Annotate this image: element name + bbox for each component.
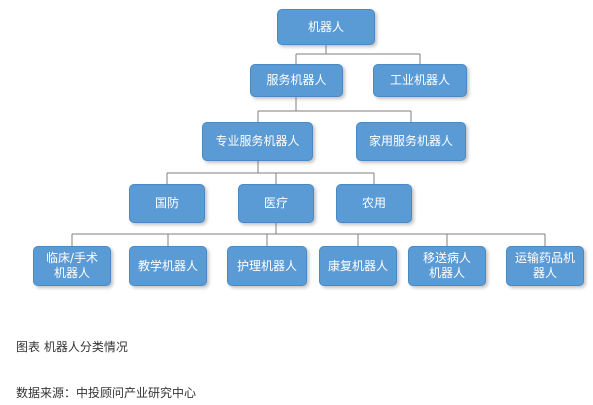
node-nursing-robot: 护理机器人 bbox=[227, 246, 307, 286]
node-professional-service-robot-label: 专业服务机器人 bbox=[215, 134, 300, 148]
node-industrial-robot: 工业机器人 bbox=[373, 64, 467, 97]
node-medical: 医疗 bbox=[238, 184, 314, 223]
node-robot-label: 机器人 bbox=[307, 19, 344, 34]
node-drug-transport-robot-label: 运输药品机 器人 bbox=[514, 251, 575, 280]
node-robot: 机器人 bbox=[277, 9, 375, 45]
node-household-service-robot-label: 家用服务机器人 bbox=[368, 134, 453, 148]
node-patient-transfer-robot-label: 移送病人 机器人 bbox=[422, 251, 471, 280]
node-patient-transfer-robot: 移送病人 机器人 bbox=[408, 246, 486, 286]
robot-classification-diagram: 机器人 服务机器人 工业机器人 专业服务机器人 家用服务机器人 国防 医疗 农用… bbox=[33, 9, 584, 286]
node-rehabilitation-robot-label: 康复机器人 bbox=[327, 258, 388, 273]
node-teaching-robot-label: 教学机器人 bbox=[137, 258, 198, 273]
figure-caption: 图表 机器人分类情况 bbox=[16, 340, 128, 354]
node-clinical-surgical-robot: 临床/手术 机器人 bbox=[33, 246, 111, 286]
node-industrial-robot-label: 工业机器人 bbox=[389, 73, 450, 87]
node-service-robot-label: 服务机器人 bbox=[266, 73, 327, 87]
node-drug-transport-robot: 运输药品机 器人 bbox=[506, 246, 584, 286]
node-rehabilitation-robot: 康复机器人 bbox=[319, 246, 397, 286]
node-professional-service-robot: 专业服务机器人 bbox=[202, 122, 313, 161]
node-service-robot: 服务机器人 bbox=[250, 64, 343, 97]
node-defense-label: 国防 bbox=[154, 196, 179, 210]
data-source-caption: 数据来源：中投顾问产业研究中心 bbox=[16, 386, 197, 400]
node-teaching-robot: 教学机器人 bbox=[129, 246, 207, 286]
node-agriculture-label: 农用 bbox=[361, 196, 386, 210]
node-nursing-robot-label: 护理机器人 bbox=[236, 258, 297, 273]
node-medical-label: 医疗 bbox=[263, 196, 288, 210]
connector-lines bbox=[71, 45, 546, 246]
node-household-service-robot: 家用服务机器人 bbox=[356, 122, 466, 161]
node-defense: 国防 bbox=[129, 184, 205, 223]
node-agriculture: 农用 bbox=[336, 184, 412, 223]
node-clinical-surgical-robot-label: 临床/手术 机器人 bbox=[45, 251, 99, 280]
